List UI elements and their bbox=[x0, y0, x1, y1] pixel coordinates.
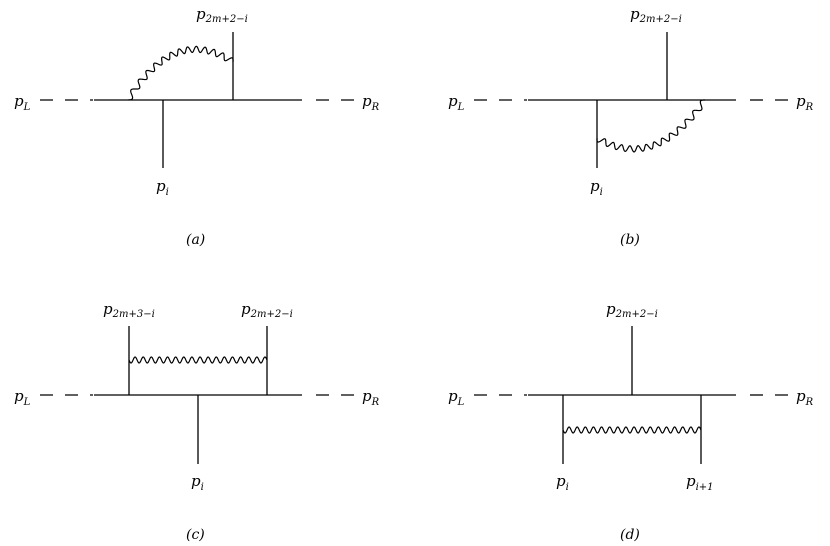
caption-c: (c) bbox=[186, 527, 205, 543]
label-pR-a: pR bbox=[362, 92, 380, 113]
label-pL-c: pL bbox=[14, 387, 31, 408]
label-pi-c: pi bbox=[191, 472, 204, 493]
label-pL-b: pL bbox=[448, 92, 465, 113]
label-p2m3-c: p2m+3−i bbox=[103, 300, 155, 320]
label-pi-b: pi bbox=[590, 177, 603, 198]
label-p2m2-d: p2m+2−i bbox=[606, 300, 658, 320]
diagram-c: pL pR p2m+3−i p2m+2−i pi (c) bbox=[14, 300, 380, 543]
label-pR-d: pR bbox=[796, 387, 814, 408]
label-pR-c: pR bbox=[362, 387, 380, 408]
label-p2m2-b: p2m+2−i bbox=[630, 5, 682, 25]
diagram-d: pL pR p2m+2−i pi pi+1 (d) bbox=[448, 300, 814, 543]
photon-b bbox=[596, 99, 706, 153]
diagram-b: pL pR p2m+2−i pi (b) bbox=[448, 5, 814, 248]
photon-a bbox=[127, 45, 234, 101]
label-pi-a: pi bbox=[156, 177, 169, 198]
photon-c bbox=[128, 356, 268, 364]
label-pi-d: pi bbox=[556, 472, 569, 493]
label-p2m2-a: p2m+2−i bbox=[196, 5, 248, 25]
caption-d: (d) bbox=[620, 527, 640, 543]
caption-a: (a) bbox=[186, 232, 205, 248]
label-pL-a: pL bbox=[14, 92, 31, 113]
label-pR-b: pR bbox=[796, 92, 814, 113]
caption-b: (b) bbox=[620, 232, 640, 248]
label-pi1-d: pi+1 bbox=[686, 472, 714, 493]
label-p2m2-c: p2m+2−i bbox=[241, 300, 293, 320]
photon-d bbox=[562, 426, 702, 434]
label-pL-d: pL bbox=[448, 387, 465, 408]
diagram-a: pL pR p2m+2−i pi (a) bbox=[14, 5, 380, 248]
